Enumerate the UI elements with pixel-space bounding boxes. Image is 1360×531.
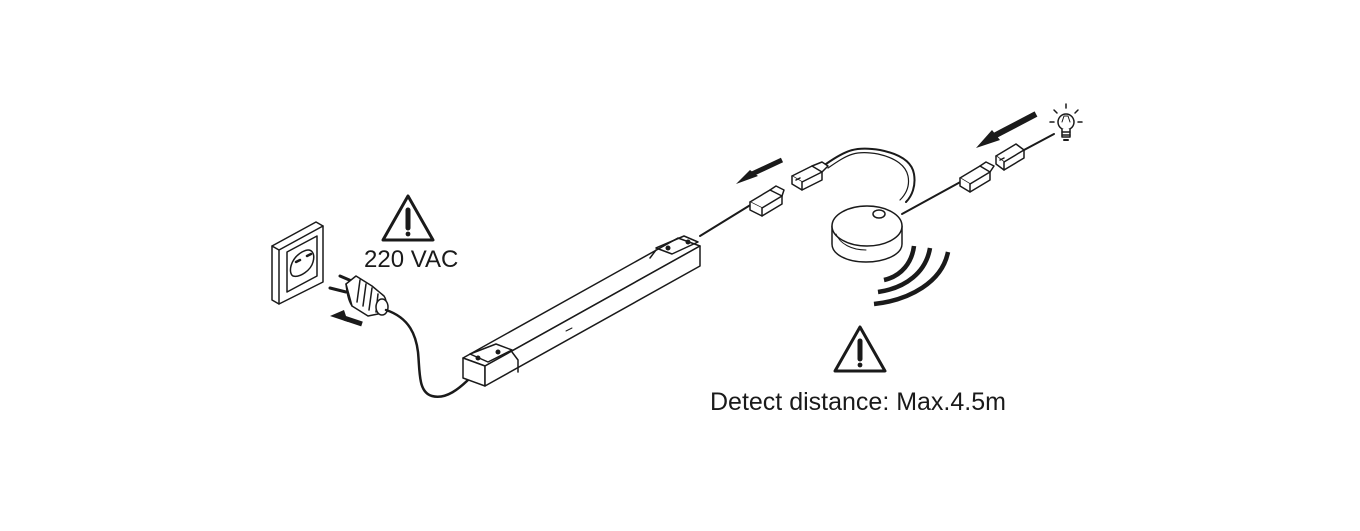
driver-connector-icon: [749, 185, 785, 217]
detection-wave-icon: [873, 245, 951, 307]
light-bulb-icon: [1049, 103, 1083, 141]
insert-arrow-icon: [976, 111, 1038, 148]
motion-sensor-icon: [831, 205, 903, 263]
warning-triangle-icon: [381, 194, 435, 242]
sensor-input-cable: [825, 147, 916, 203]
insert-arrow-icon: [330, 310, 363, 327]
power-plug-icon: [328, 274, 389, 317]
sensor-connector-icon: [791, 161, 829, 191]
power-cord: [384, 308, 472, 399]
voltage-label: 220 VAC: [364, 246, 459, 273]
led-driver-icon: [462, 235, 701, 387]
sensor-output-connector-icon: [959, 161, 995, 193]
insert-arrow-icon: [736, 157, 784, 184]
driver-output-cable: [699, 203, 753, 237]
warning-triangle-icon: [833, 325, 887, 373]
sensor-output-cable: [901, 179, 965, 215]
wall-socket-icon: [271, 221, 324, 305]
light-connector-icon: [995, 143, 1025, 171]
detect-distance-label: Detect distance: Max.4.5m: [710, 388, 1006, 416]
light-cable: [1023, 133, 1055, 151]
